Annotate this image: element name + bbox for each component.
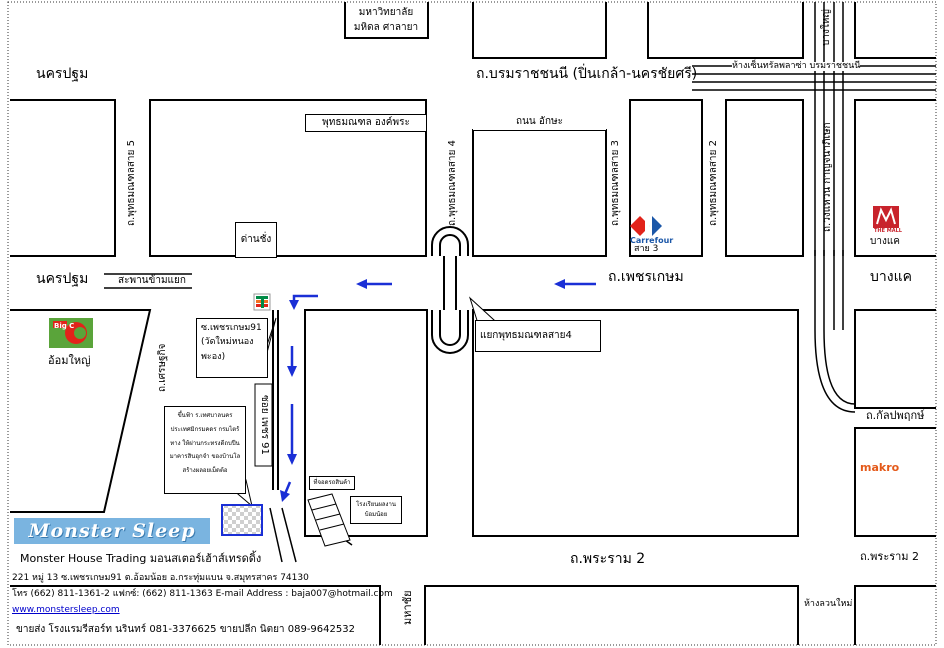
road-label-soi2: ถ.พุทธมณฑลสาย 2 <box>708 140 719 226</box>
label-central-salaya: ห้างเซ็นทรัลพลาซ่า บรมราชชนนี <box>732 61 861 71</box>
mall-sub: บางแค <box>870 236 900 247</box>
road-label-soi4: ถ.พุทธมณฑลสาย 4 <box>447 140 458 226</box>
direction-arrows <box>280 279 596 502</box>
road-label-rama2-right: ถ.พระราม 2 <box>860 550 920 563</box>
callout-directions: ขึ้นฟ้า ร.เทศบาลนครประเทศมิกรมคดร กรมไตร… <box>164 406 246 494</box>
road-label-nakhon-pathom-top: นครปฐม <box>36 66 89 82</box>
callout-soi91: ซ.เพชรเกษม91 (วัดใหม่หนอง พะอง) <box>196 318 268 378</box>
soi91-road <box>272 310 279 490</box>
company-website-link[interactable]: www.monstersleep.com <box>12 605 120 615</box>
block-left-1 <box>10 99 116 257</box>
block-bottom-right <box>472 309 799 537</box>
label-hang-lower: ห้างลวนใหม่ <box>804 599 853 609</box>
company-name: Monster House Trading มอนสเตอร์เฮ้าส์เทร… <box>20 552 262 565</box>
ring-road <box>692 2 936 413</box>
block-bottom-center <box>304 309 428 537</box>
road-label-bang-yai: บางใหญ่ <box>821 9 832 46</box>
carrefour-logo <box>630 216 662 236</box>
label-parking: ที่จอดรถสินค้า <box>309 476 355 490</box>
label-school: โรงเรียนผลงานบ้อมน้อย <box>350 496 402 524</box>
block-footer-mid <box>424 585 799 645</box>
block-center-2 <box>629 99 703 257</box>
road-label-soi5: ถ.พุทธมณฑลสาย 5 <box>126 140 137 226</box>
bigc-name: Big C <box>54 322 75 330</box>
company-sales: ขายส่ง โรงแรมรีสอร์ท นรินทร์ 081-3376625… <box>16 624 355 635</box>
label-thanon-aksa: ถนน อักษะ <box>473 114 606 130</box>
label-dan-chang: ด่านชั่ง <box>235 222 277 258</box>
road-label-nakhon-pathom-mid: นครปฐม <box>36 271 89 287</box>
block-bottom-left <box>10 309 152 513</box>
block-center-3 <box>725 99 804 257</box>
label-saphan: สะพานข้ามแยก <box>118 275 186 286</box>
interchange-sai4 <box>431 226 469 354</box>
block-center-1 <box>472 129 607 257</box>
destination-marker <box>221 504 263 536</box>
monster-sleep-banner: Monster Sleep <box>14 518 210 544</box>
carrefour-sub: สาย 3 <box>634 244 659 254</box>
road-label-borommaratchachonnani: ถ.บรมราชชนนี (ปิ่นเกล้า-นครชัยศรี) <box>476 66 698 82</box>
callout-sai4-intersection: แยกพุทธมณฑลสาย4 <box>475 320 601 352</box>
flyover-lines <box>104 273 192 289</box>
block-top-center <box>472 2 607 59</box>
road-label-soi3: ถ.พุทธมณฑลสาย 3 <box>610 140 621 226</box>
block-right-2 <box>854 309 936 409</box>
map-frame <box>7 1 937 646</box>
seven-eleven-logo <box>253 293 271 311</box>
makro-logo: makro <box>860 461 900 474</box>
the-mall-logo <box>873 206 899 228</box>
road-label-mahachai: มหาชัย <box>401 590 414 625</box>
block-top-right <box>647 2 804 59</box>
road-label-soi91: ซอย เพชร 91 <box>259 395 270 455</box>
block-right-3 <box>854 427 936 537</box>
block-right-1 <box>854 99 936 257</box>
carrefour-name: Carrefour <box>630 236 674 245</box>
mall-name: THE MALL <box>874 228 902 234</box>
road-label-kanchanaphisek: ถ.วงแหวน กาญจนาภิเษก <box>822 122 833 232</box>
block-left-2 <box>149 99 427 257</box>
label-mahidol: มหาวิทยาลัย มหิดล ศาลายา <box>353 7 419 33</box>
big-c-logo <box>49 318 93 348</box>
road-label-rama2: ถ.พระราม 2 <box>570 551 646 567</box>
label-phutthamonthon-ongphra: พุทธมณฑล องค์พระ <box>305 114 427 132</box>
block-mahidol <box>344 2 429 39</box>
road-label-kanlapaphruek: ถ.กัลปพฤกษ์ <box>866 409 925 422</box>
block-footer-left <box>10 585 381 645</box>
bigc-sub: อ้อมใหญ่ <box>48 354 91 367</box>
road-label-setthakit: ถ.เศรษฐกิจ <box>157 343 168 392</box>
road-label-phetkasem: ถ.เพชรเกษม <box>608 269 684 285</box>
block-footer-right <box>854 585 936 645</box>
city-blocks <box>10 2 936 645</box>
company-phone: โทร (662) 811-1361-2 แฟกซ์: (662) 811-13… <box>12 589 393 599</box>
company-address: 221 หมู่ 13 ซ.เพชรเกษม91 ต.อ้อมน้อย อ.กร… <box>12 573 309 583</box>
road-label-bang-khae: บางแค <box>870 269 912 285</box>
parking-ladder <box>307 493 351 547</box>
block-top-far-right <box>854 2 936 59</box>
